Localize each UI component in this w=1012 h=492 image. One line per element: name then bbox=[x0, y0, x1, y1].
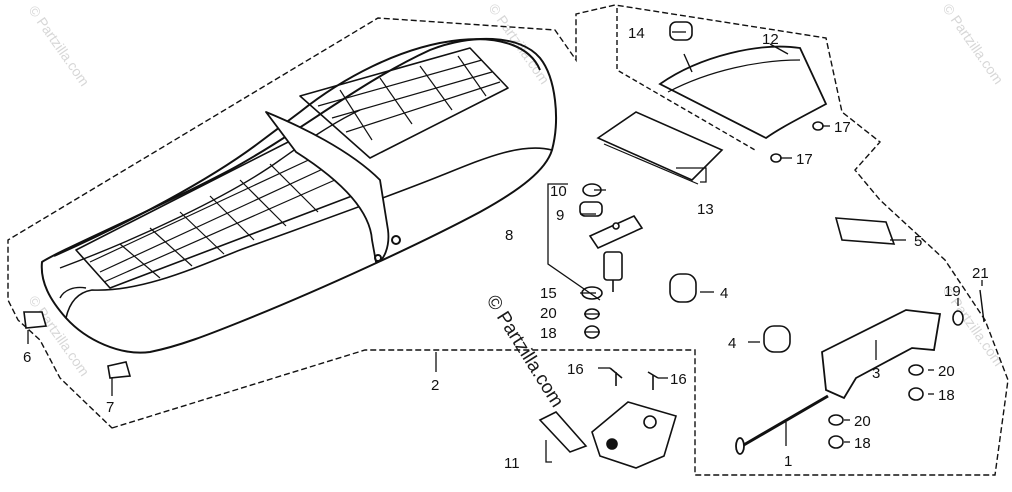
callout-7: 7 bbox=[106, 399, 114, 416]
callout-17-lower: 17 bbox=[796, 151, 813, 168]
watermark-top-left: © Partzilla.com bbox=[26, 3, 93, 89]
callout-15: 15 bbox=[540, 285, 557, 302]
callout-18-upper-right: 18 bbox=[938, 387, 955, 404]
leader-lines bbox=[27, 31, 983, 463]
callout-12: 12 bbox=[762, 31, 779, 48]
callout-21: 21 bbox=[972, 265, 989, 282]
watermark-top-right: © Partzilla.com bbox=[940, 1, 1007, 87]
seat-hinge-bracket bbox=[538, 401, 677, 469]
callout-17-upper: 17 bbox=[834, 119, 851, 136]
callout-10: 10 bbox=[550, 183, 567, 200]
callout-labels: 1 2 3 4 4 5 6 7 8 9 10 11 12 13 14 15 16… bbox=[23, 25, 989, 472]
callout-16-right: 16 bbox=[670, 371, 687, 388]
callout-2: 2 bbox=[431, 377, 439, 394]
callout-16-left: 16 bbox=[567, 361, 584, 378]
callout-6: 6 bbox=[23, 349, 31, 366]
grommet-14 bbox=[669, 21, 693, 41]
callout-4-upper: 4 bbox=[720, 285, 728, 302]
callout-3: 3 bbox=[872, 365, 880, 382]
callout-13: 13 bbox=[697, 201, 714, 218]
callout-9: 9 bbox=[556, 207, 564, 224]
group-outline bbox=[7, 4, 1009, 476]
callout-20-upper-right: 20 bbox=[938, 363, 955, 380]
seat-bracket-and-bolt bbox=[735, 309, 942, 455]
tool-manual bbox=[596, 111, 724, 185]
callout-18-hook: 18 bbox=[540, 325, 557, 342]
callout-18-lower-right: 18 bbox=[854, 435, 871, 452]
rear-cover bbox=[658, 45, 828, 140]
callout-11: 11 bbox=[504, 455, 520, 472]
callout-19: 19 bbox=[944, 283, 961, 300]
callout-20-hook: 20 bbox=[540, 305, 557, 322]
seat-hook bbox=[588, 214, 644, 292]
callout-20-lower-right: 20 bbox=[854, 413, 871, 430]
callout-5: 5 bbox=[914, 233, 922, 250]
callout-8: 8 bbox=[505, 227, 513, 244]
callout-4-lower: 4 bbox=[728, 335, 736, 352]
seat-assembly bbox=[40, 37, 557, 354]
callout-14: 14 bbox=[628, 25, 645, 42]
callout-1: 1 bbox=[784, 453, 792, 470]
